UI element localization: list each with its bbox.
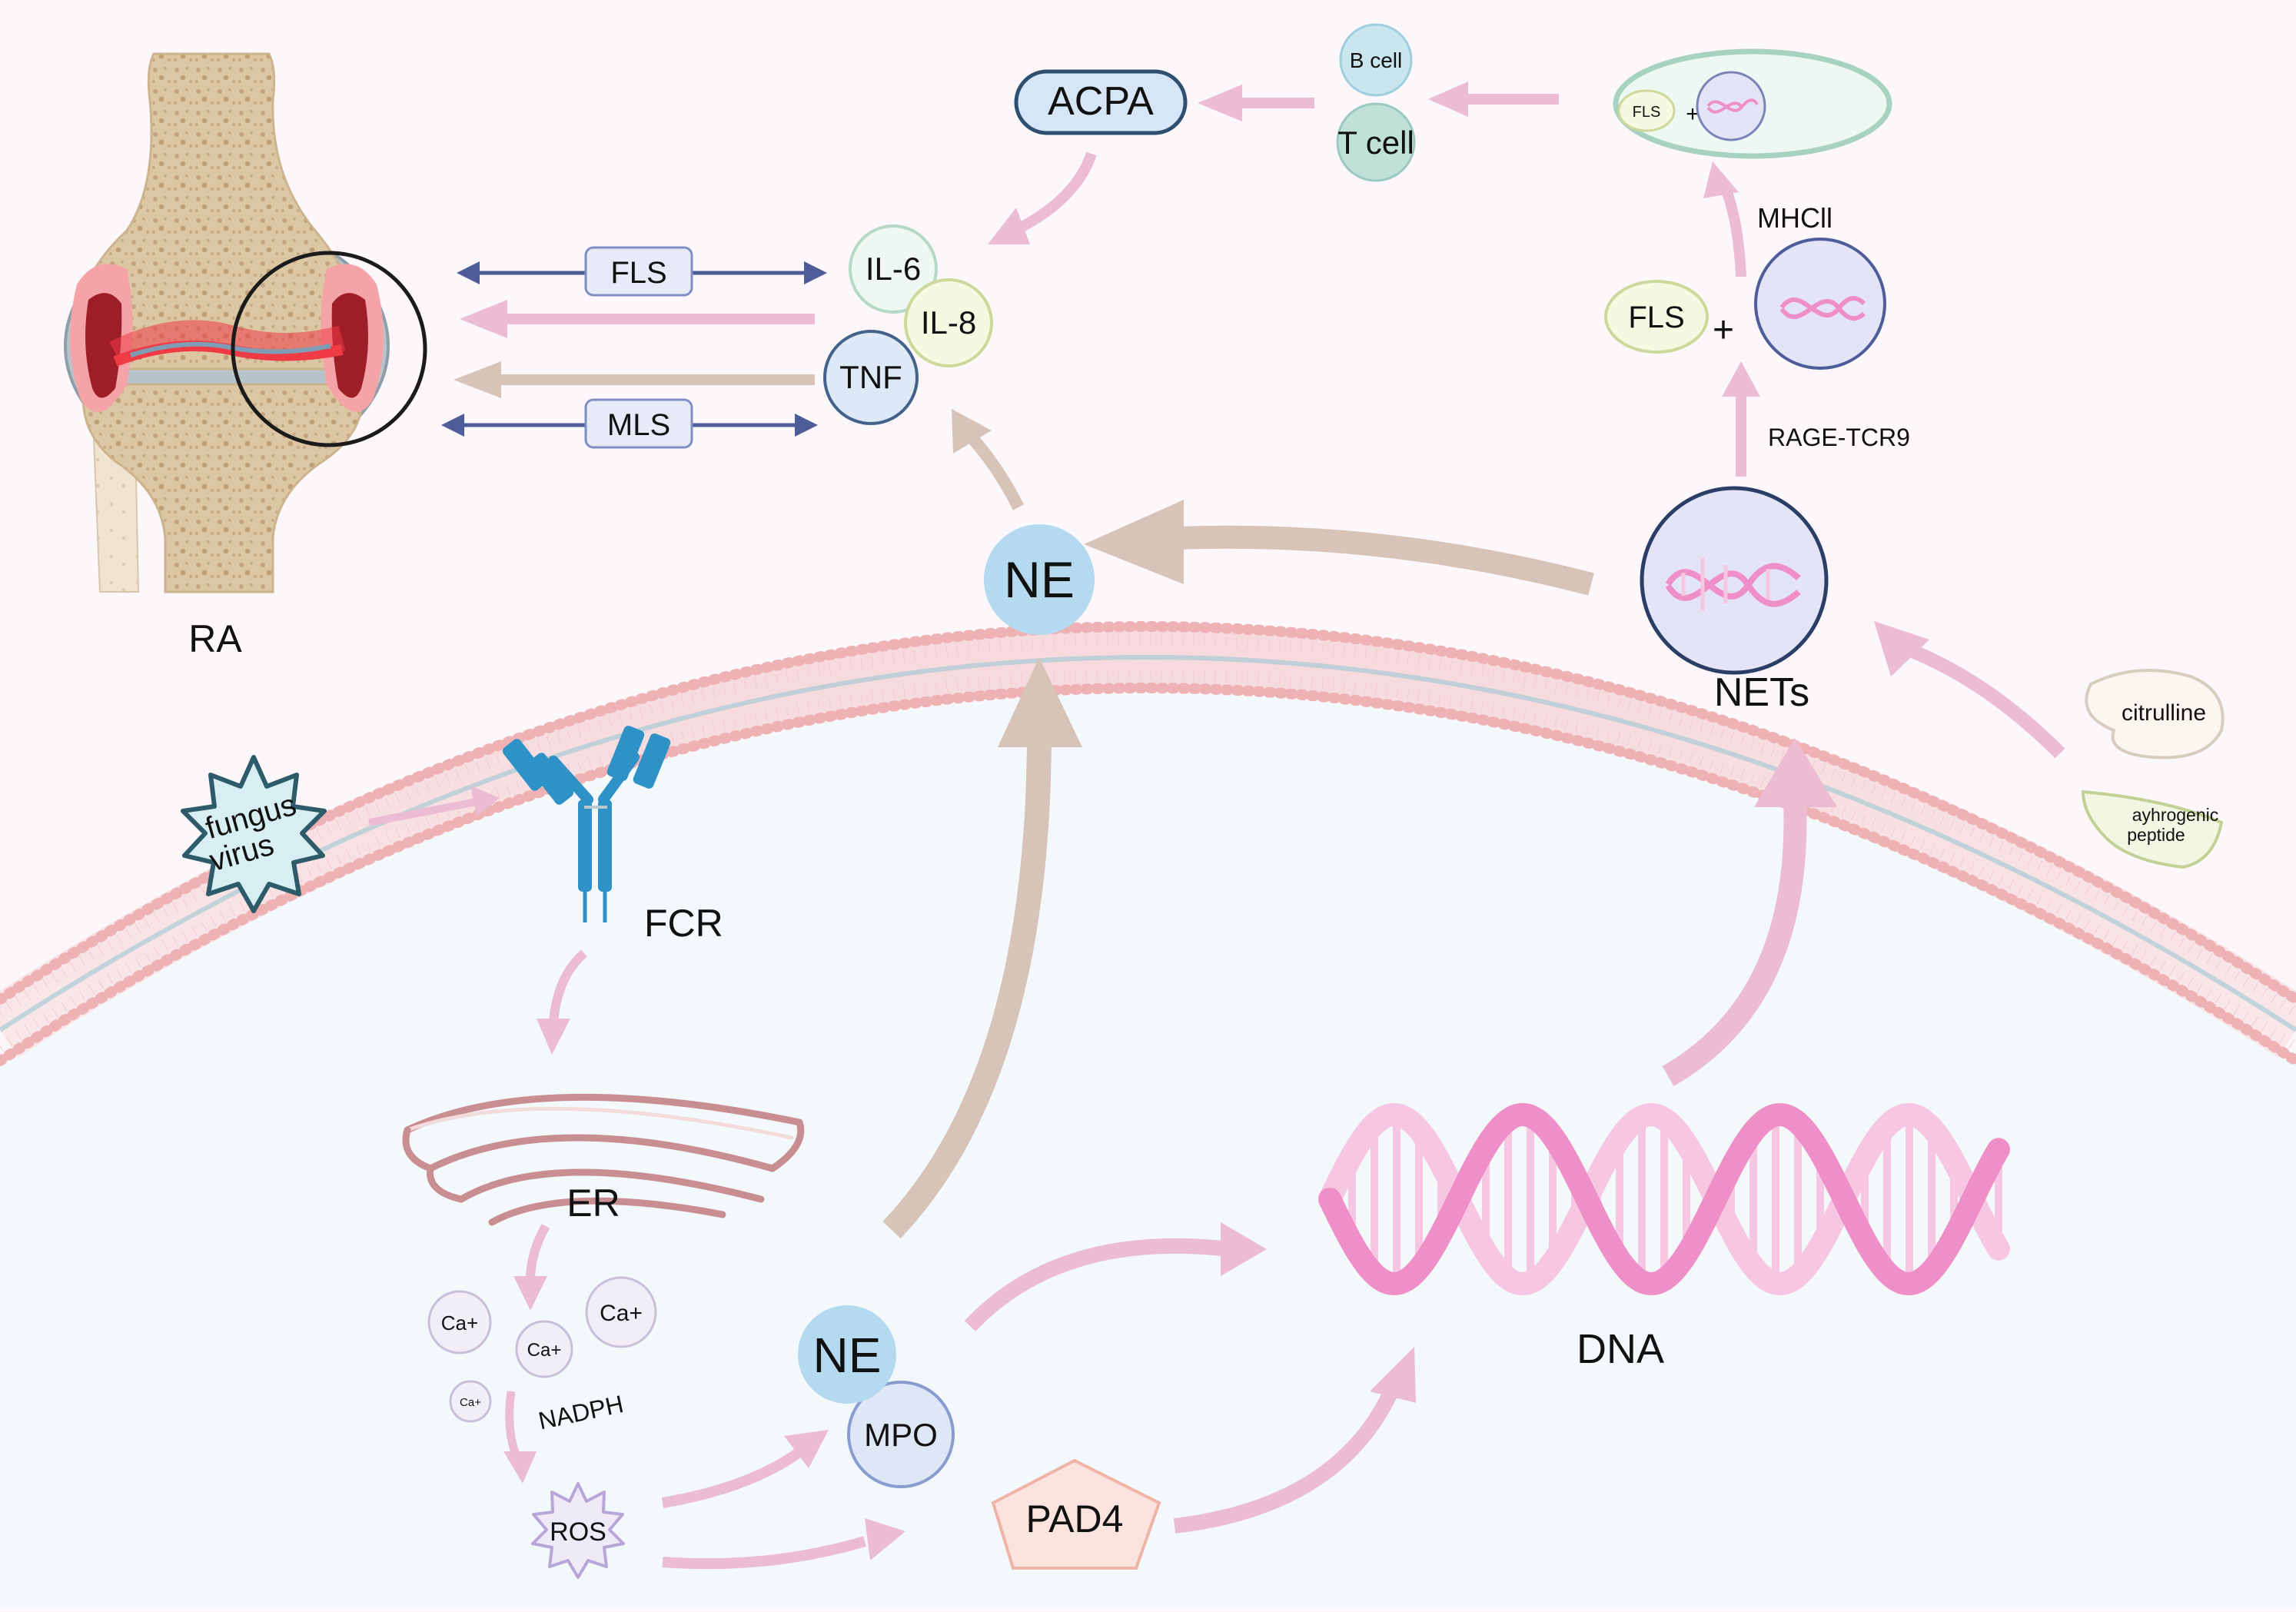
ca-ion-4 — [449, 1380, 492, 1423]
tan-arrow-to-ra — [454, 361, 815, 398]
dna-helix-icon — [1318, 1102, 2010, 1296]
ca-ion-2-label: Ca+ — [527, 1340, 562, 1361]
arrow-dna-to-nets — [1662, 738, 1837, 1087]
ros-label: ROS — [550, 1517, 606, 1547]
pad4-label: PAD4 — [1026, 1497, 1124, 1541]
ne-bottom-circle — [798, 1305, 896, 1404]
acpa-label: ACPA — [1048, 79, 1154, 124]
peptide-label-line1: ayhrogenic — [2132, 805, 2219, 825]
mhcii-label: MHCll — [1757, 202, 1832, 234]
arrow-ros-to-pad4 — [662, 1518, 905, 1570]
fls-mid-cell — [1604, 280, 1709, 354]
arrow-ne-to-dna — [964, 1222, 1267, 1331]
nets-label: NETs — [1714, 670, 1809, 715]
mpo-label: MPO — [864, 1417, 938, 1453]
t-cell-circle — [1336, 102, 1416, 182]
il8-circle — [904, 278, 993, 367]
ca-ion-3-label: Ca+ — [600, 1301, 643, 1326]
knee-joint-icon — [64, 52, 427, 593]
arrow-tcell-to-acpa — [1198, 85, 1314, 121]
dna-label: DNA — [1577, 1326, 1664, 1372]
pink-arrow-to-ra — [460, 300, 815, 338]
ca-ion-3 — [585, 1276, 657, 1348]
fls-mid-label: FLS — [1628, 301, 1684, 334]
arrow-ros-to-ne — [661, 1430, 829, 1508]
mls-box — [584, 398, 693, 449]
dna-small-icon — [1706, 98, 1759, 114]
citrulline-label: citrulline — [2122, 700, 2206, 726]
dna-mid-icon — [1779, 296, 1866, 321]
il6-label: IL-6 — [866, 251, 921, 287]
fls-small-cell — [1617, 89, 1676, 132]
arrow-fcr-to-er — [537, 949, 588, 1055]
arrow-to-apc — [1703, 161, 1746, 278]
ra-label: RA — [188, 617, 242, 660]
arrow-er-to-ca — [513, 1224, 550, 1311]
arrow-ne-to-cytokines — [952, 409, 1025, 510]
tnf-label: TNF — [839, 359, 902, 395]
ne-top-label: NE — [1004, 551, 1075, 608]
peptide-label-line2: peptide — [2127, 825, 2185, 845]
ne-top-circle — [984, 524, 1095, 635]
ca-ion-2 — [515, 1320, 573, 1378]
plus-small: + — [1686, 101, 1700, 127]
mls-box-label: MLS — [607, 408, 670, 442]
arrow-peptides-to-nets — [1874, 621, 2065, 759]
fls-box — [584, 246, 693, 297]
ne-bottom-label: NE — [813, 1328, 882, 1383]
citrulline-blob — [2085, 669, 2225, 759]
il8-label: IL-8 — [921, 304, 976, 341]
ros-star-icon — [531, 1482, 625, 1579]
arrow-nets-to-fls — [1722, 361, 1760, 477]
virus-star-icon — [181, 755, 327, 913]
fcr-label: FCR — [644, 902, 723, 945]
mpo-ellipse — [847, 1381, 955, 1488]
antibody-icon — [502, 726, 671, 922]
net-small-icon — [1696, 71, 1766, 141]
cell-interior — [0, 693, 2296, 1608]
b-cell-circle — [1339, 23, 1413, 97]
er-icon — [402, 1093, 805, 1226]
ca-ion-1-label: Ca+ — [441, 1311, 478, 1334]
arrow-ca-to-ros — [503, 1391, 537, 1484]
ca-ion-4-label: Ca+ — [460, 1396, 481, 1409]
tnf-circle — [823, 330, 919, 425]
arrow-acpa-to-cytokines — [988, 151, 1097, 244]
pad4-shape — [991, 1458, 1161, 1570]
ca-ion-1 — [427, 1290, 492, 1354]
fls-small-label: FLS — [1633, 104, 1661, 121]
il6-circle — [849, 224, 938, 314]
arrow-pad4-to-dna — [1173, 1347, 1416, 1534]
nets-dna-icon — [1665, 563, 1801, 607]
t-cell-label: T cell — [1337, 125, 1414, 161]
arrow-ne-bottom-to-ne-top — [882, 657, 1082, 1239]
er-label: ER — [567, 1182, 620, 1225]
fls-box-label: FLS — [610, 256, 666, 290]
plus-mid: + — [1713, 310, 1734, 351]
cell-membrane — [0, 621, 2296, 1066]
nets-circle — [1640, 486, 1829, 675]
rage-label: RAGE-TCR9 — [1768, 424, 1910, 451]
arrow-nets-to-ne — [1084, 500, 1594, 596]
b-cell-label: B cell — [1350, 48, 1402, 72]
acpa-pill — [1014, 69, 1188, 135]
arrow-virus-to-fcr — [368, 786, 500, 826]
peptide-blob — [2081, 789, 2224, 869]
arrow-apc-to-tcell — [1428, 81, 1559, 117]
